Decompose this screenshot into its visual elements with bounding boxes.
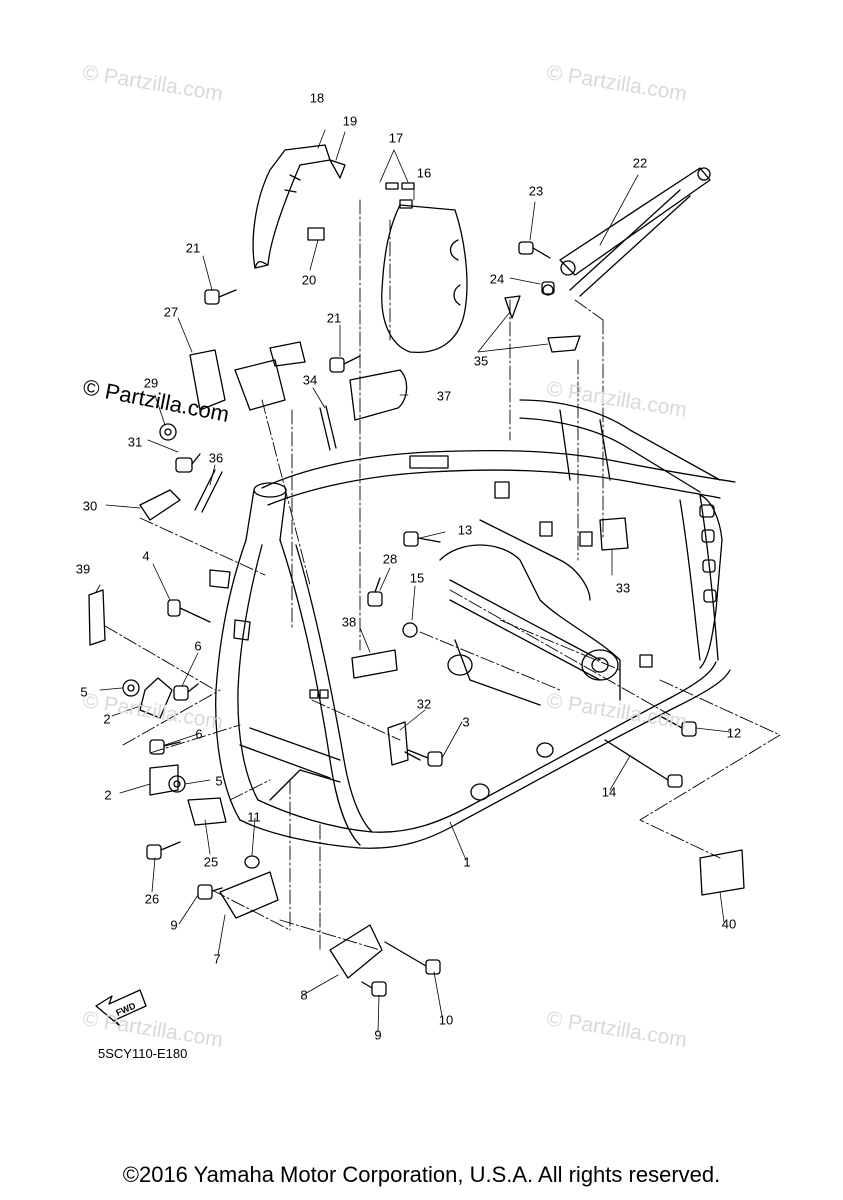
copyright-notice: ©2016 Yamaha Motor Corporation, U.S.A. A…: [122, 1162, 721, 1187]
callout-1: 1: [463, 854, 471, 870]
callout-6: 6: [195, 726, 203, 742]
callout-22: 22: [632, 155, 648, 171]
callout-13: 13: [457, 522, 473, 538]
callout-38: 38: [341, 614, 357, 630]
callout-30: 30: [82, 498, 98, 514]
callout-17: 17: [388, 130, 404, 146]
callout-35: 35: [473, 353, 489, 369]
main-frame: [209, 399, 736, 849]
washers: [122, 284, 554, 869]
callout-27: 27: [163, 304, 179, 320]
callout-32: 32: [416, 696, 432, 712]
callout-25: 25: [203, 854, 219, 870]
reference-lines: [104, 199, 781, 951]
callout-15: 15: [409, 570, 425, 586]
callout-5: 5: [80, 684, 88, 700]
callout-36: 36: [208, 450, 224, 466]
callout-4: 4: [142, 548, 150, 564]
part-17-pads: [385, 182, 415, 190]
callout-2: 2: [104, 787, 112, 803]
part-22-stay: [559, 167, 711, 297]
callout-11: 11: [247, 809, 261, 825]
callout-7: 7: [213, 951, 221, 967]
callout-40: 40: [721, 916, 737, 932]
callout-20: 20: [301, 272, 317, 288]
callout-24: 24: [489, 271, 505, 287]
callout-9: 9: [170, 917, 178, 933]
callout-34: 34: [302, 372, 318, 388]
part-18-bracket: [252, 144, 331, 269]
fwd-arrow: [95, 989, 147, 1027]
callout-21: 21: [185, 240, 201, 256]
callout-3: 3: [462, 714, 470, 730]
callout-29: 29: [143, 375, 159, 391]
callout-28: 28: [382, 551, 398, 567]
callout-6: 6: [194, 638, 202, 654]
diagram-code: 5SCY110-E180: [98, 1046, 188, 1061]
part-20-damper: [307, 227, 325, 241]
callout-8: 8: [300, 987, 308, 1003]
callout-16: 16: [416, 165, 432, 181]
callout-14: 14: [601, 784, 617, 800]
part-16-cover: [381, 199, 468, 354]
callout-9: 9: [374, 1027, 382, 1043]
part-19-clip: [329, 159, 346, 179]
callout-39: 39: [75, 561, 91, 577]
callout-19: 19: [342, 113, 358, 129]
callout-10: 10: [438, 1012, 454, 1028]
labels: [88, 589, 745, 896]
callout-26: 26: [144, 891, 160, 907]
callout-31: 31: [127, 434, 143, 450]
callout-2: 2: [103, 711, 111, 727]
callout-18: 18: [309, 90, 325, 106]
callout-37: 37: [436, 388, 452, 404]
callout-21: 21: [326, 310, 342, 326]
callout-33: 33: [615, 580, 631, 596]
leader-lines: [95, 129, 731, 1033]
callout-5: 5: [215, 773, 223, 789]
callout-23: 23: [528, 183, 544, 199]
bolts: [146, 241, 697, 997]
brackets: [139, 295, 629, 979]
callout-12: 12: [726, 725, 742, 741]
